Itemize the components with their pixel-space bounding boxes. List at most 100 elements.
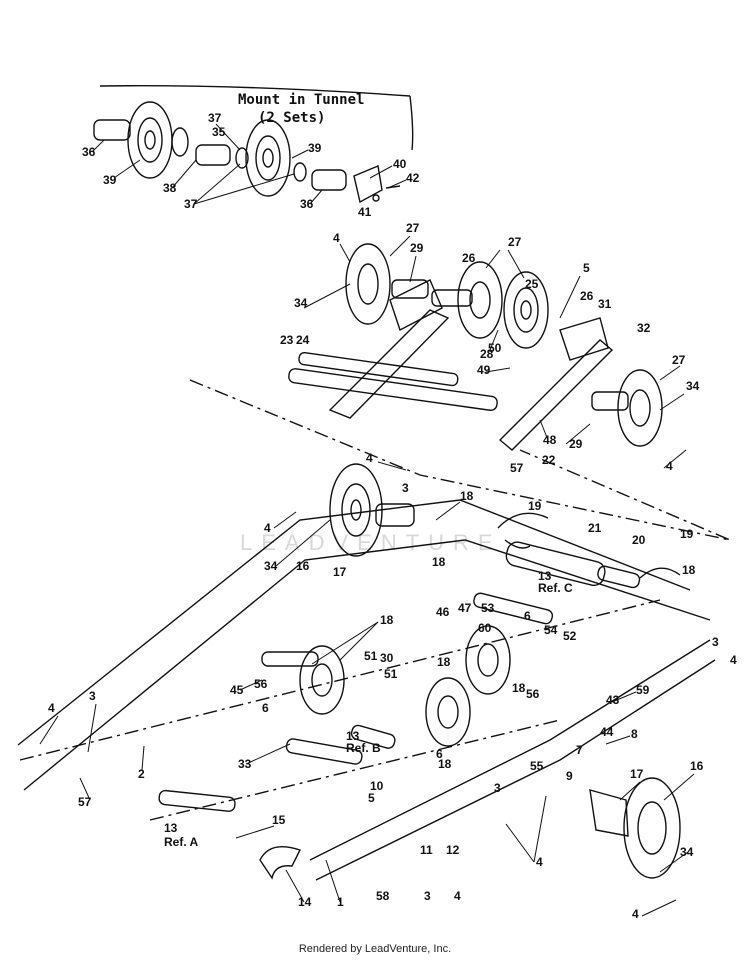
callout-29: 29	[410, 241, 424, 255]
callout-32: 32	[637, 321, 651, 335]
callout-60: 60	[478, 621, 492, 635]
callout-16: 16	[690, 759, 704, 773]
callout-4: 4	[536, 855, 543, 869]
callout-56: 56	[254, 677, 268, 691]
callout-15: 15	[272, 813, 286, 827]
callout-4: 4	[454, 889, 461, 903]
rear-suspension-assembly	[17, 463, 716, 881]
callout-18: 18	[438, 757, 452, 771]
callout-34: 34	[680, 845, 694, 859]
callout-19: 19	[528, 499, 542, 513]
callout-49: 49	[477, 363, 491, 377]
callout-14: 14	[298, 895, 312, 909]
callout-4: 4	[632, 907, 639, 921]
callout-4: 4	[264, 521, 271, 535]
callout-13: 13	[538, 569, 552, 583]
footer-credit: Rendered by LeadVenture, Inc.	[298, 943, 452, 955]
tunnel-mount-assembly	[93, 101, 401, 204]
callout-5: 5	[583, 261, 590, 275]
callout-48: 48	[543, 433, 557, 447]
callout-26: 26	[462, 251, 476, 265]
callout-7: 7	[576, 743, 583, 757]
callout-28: 28	[480, 347, 494, 361]
callout-27: 27	[508, 235, 522, 249]
callout-10: 10	[370, 779, 384, 793]
callout-57: 57	[78, 795, 92, 809]
callout-58: 58	[376, 889, 390, 903]
callout-35: 35	[212, 125, 226, 139]
front-carriage-assembly	[189, 243, 731, 541]
callout-3: 3	[89, 689, 96, 703]
callout-46: 46	[436, 605, 450, 619]
callout-36: 36	[82, 145, 96, 159]
callout-38: 38	[163, 181, 177, 195]
callout-18: 18	[460, 489, 474, 503]
callout-4: 4	[730, 653, 737, 667]
callout-44: 44	[600, 725, 614, 739]
callout-1: 1	[337, 895, 344, 909]
callout-3: 3	[712, 635, 719, 649]
callout-51: 51	[384, 667, 398, 681]
callout-53: 53	[481, 601, 495, 615]
callout-50: 50	[488, 341, 502, 355]
ref-b-label: Ref. B	[346, 741, 381, 755]
callout-34: 34	[686, 379, 700, 393]
leader-lines	[39, 123, 695, 917]
callout-42: 42	[406, 171, 420, 185]
callout-40: 40	[393, 157, 407, 171]
callout-30: 30	[380, 651, 394, 665]
callout-43: 43	[606, 693, 620, 707]
callout-36: 36	[300, 197, 314, 211]
callout-19: 19	[680, 527, 694, 541]
callout-27: 27	[406, 221, 420, 235]
callout-4: 4	[666, 459, 673, 473]
callout-3: 3	[494, 781, 501, 795]
bracket-line-right	[409, 95, 414, 151]
callout-3: 3	[424, 889, 431, 903]
ref-a-label: Ref. A	[164, 835, 199, 849]
title-line-1: Mount in Tunnel	[238, 92, 364, 108]
callout-34: 34	[264, 559, 278, 573]
callout-56: 56	[526, 687, 540, 701]
callout-13: 13	[346, 729, 360, 743]
callout-6: 6	[436, 747, 443, 761]
ref-c-label: Ref. C	[538, 581, 573, 595]
callout-55: 55	[530, 759, 544, 773]
callout-labels: 36 39 37 35 38 37 39 40 42 36 41 4 27 29…	[48, 111, 737, 921]
callout-18: 18	[437, 655, 451, 669]
callout-13: 13	[164, 821, 178, 835]
callout-6: 6	[262, 701, 269, 715]
callout-3: 3	[402, 481, 409, 495]
callout-16: 16	[296, 559, 310, 573]
callout-57: 57	[510, 461, 524, 475]
callout-17: 17	[630, 767, 644, 781]
callout-18: 18	[380, 613, 394, 627]
callout-37: 37	[184, 197, 198, 211]
callout-41: 41	[358, 205, 372, 219]
callout-5: 5	[368, 791, 375, 805]
callout-11: 11	[420, 843, 433, 857]
callout-2: 2	[138, 767, 145, 781]
callout-22: 22	[542, 453, 556, 467]
callout-31: 31	[598, 297, 612, 311]
callout-18: 18	[432, 555, 446, 569]
callout-39: 39	[308, 141, 322, 155]
callout-51: 51	[364, 649, 378, 663]
callout-17: 17	[333, 565, 347, 579]
callout-23: 23	[280, 333, 294, 347]
callout-34: 34	[294, 296, 308, 310]
callout-12: 12	[446, 843, 460, 857]
callout-54: 54	[544, 623, 558, 637]
callout-21: 21	[588, 521, 602, 535]
callout-4: 4	[48, 701, 55, 715]
callout-20: 20	[632, 533, 646, 547]
callout-4: 4	[366, 451, 373, 465]
callout-33: 33	[238, 757, 252, 771]
callout-39: 39	[103, 173, 117, 187]
callout-52: 52	[563, 629, 577, 643]
callout-45: 45	[230, 683, 244, 697]
callout-24: 24	[296, 333, 310, 347]
bracket-line	[99, 85, 411, 97]
